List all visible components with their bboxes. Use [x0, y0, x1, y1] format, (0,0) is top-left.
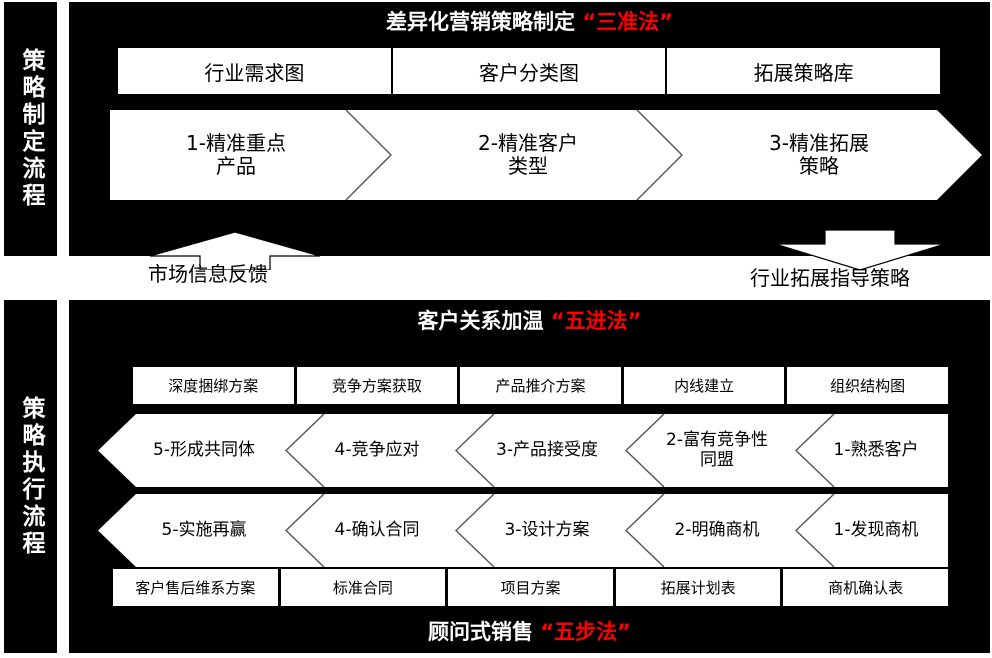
arrow-up-icon — [150, 232, 320, 270]
panel-title-top-main: 差异化营销策略制定 — [386, 10, 583, 34]
bottom-box-3[interactable]: 拓展计划表 — [612, 569, 781, 606]
mid-box-4[interactable]: 组织结构图 — [784, 367, 948, 404]
mid-box-2[interactable]: 产品推介方案 — [457, 367, 621, 404]
panel-title-top: 差异化营销策略制定 “三准法” — [69, 12, 990, 33]
mid-box-row: 深度捆绑方案 竞争方案获取 产品推介方案 内线建立 组织结构图 — [130, 367, 948, 404]
feedback-arrow-up-caption: 市场信息反馈 — [148, 262, 268, 286]
guidance-arrow-down — [775, 230, 945, 270]
bottom-chevron-band: 5-实施再赢 4-确认合同 3-设计方案 2-明确商机 1-发现商机 — [98, 494, 948, 567]
panel-title-bottom-accent: “五步法” — [540, 620, 631, 644]
bottom-box-0[interactable]: 客户售后维系方案 — [110, 569, 278, 606]
side-label-strategy-formulation: 策略制定流程 — [4, 2, 57, 256]
top-chevron-shape — [110, 110, 982, 200]
panel-title-middle: 客户关系加温 “五进法” — [69, 311, 990, 332]
guidance-arrow-down-caption: 行业拓展指导策略 — [750, 266, 910, 290]
panel-title-middle-accent: “五进法” — [550, 309, 642, 333]
top-box-row: 行业需求图 客户分类图 拓展策略库 — [118, 48, 941, 94]
arrow-down-icon — [775, 230, 945, 270]
bottom-box-4[interactable]: 商机确认表 — [780, 569, 948, 606]
panel-title-middle-main: 客户关系加温 — [417, 309, 551, 333]
bottom-chevron-shape — [98, 494, 948, 567]
mid-chevron-band: 5-形成共同体 4-竞争应对 3-产品接受度 2-富有竞争性 同盟 1-熟悉客户 — [98, 414, 948, 487]
feedback-arrow-up — [150, 232, 320, 270]
bottom-box-row: 客户售后维系方案 标准合同 项目方案 拓展计划表 商机确认表 — [110, 569, 948, 606]
top-box-2[interactable]: 拓展策略库 — [665, 48, 941, 94]
panel-title-bottom-main: 顾问式销售 — [428, 620, 541, 644]
panel-title-bottom: 顾问式销售 “五步法” — [69, 622, 990, 643]
panel-title-top-accent: “三准法” — [582, 10, 673, 34]
side-label-strategy-formulation-text: 策略制定流程 — [18, 48, 44, 210]
side-label-strategy-execution: 策略执行流程 — [4, 300, 57, 653]
bottom-box-2[interactable]: 项目方案 — [445, 569, 613, 606]
mid-box-0[interactable]: 深度捆绑方案 — [130, 367, 294, 404]
bottom-box-1[interactable]: 标准合同 — [277, 569, 446, 606]
side-label-strategy-execution-text: 策略执行流程 — [18, 395, 44, 558]
mid-chevron-shape — [98, 414, 948, 487]
top-box-0[interactable]: 行业需求图 — [118, 48, 391, 94]
top-chevron-band: 1-精准重点 产品 2-精准客户 类型 3-精准拓展 策略 — [110, 110, 982, 200]
top-box-1[interactable]: 客户分类图 — [390, 48, 666, 94]
mid-box-1[interactable]: 竞争方案获取 — [293, 367, 458, 404]
mid-box-3[interactable]: 内线建立 — [620, 367, 785, 404]
